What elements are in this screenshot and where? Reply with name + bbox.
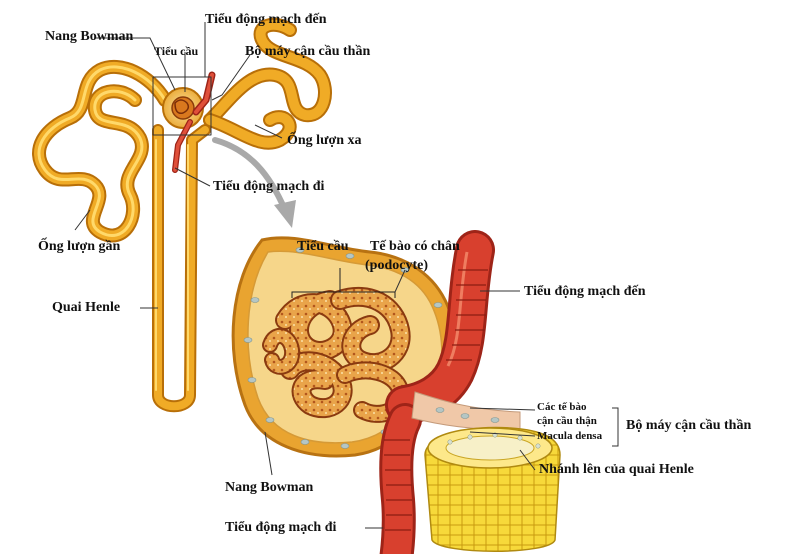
label-nhanh-len-quai-henle: Nhánh lên của quai Henle [539, 462, 694, 477]
label-tieu-cau-detail: Tiểu cầu [297, 239, 349, 254]
label-tieu-dong-mach-den-detail: Tiểu động mạch đến [524, 284, 646, 299]
label-tieu-dong-mach-di-top: Tiểu động mạch đi [213, 179, 325, 194]
label-quai-henle: Quai Henle [52, 300, 121, 315]
label-can-cau-than: cận cầu thận [537, 415, 597, 427]
label-cac-te-bao: Các tế bào [537, 401, 587, 413]
juxtaglomerular-cells [411, 391, 521, 431]
zoom-arrow [212, 137, 296, 228]
label-tieu-cau-top: Tiểu cầu [154, 44, 199, 58]
zoom-box [152, 76, 212, 136]
label-nang-bowman-detail: Nang Bowman [225, 480, 314, 495]
label-bo-may-can-cau-than-top: Bộ máy cận cầu thần [245, 44, 371, 59]
label-tieu-dong-mach-di-detail: Tiểu động mạch đi [225, 520, 337, 535]
nephron-overview [32, 17, 332, 413]
label-podocyte: (podocyte) [365, 258, 428, 273]
label-tieu-dong-mach-den-top: Tiểu động mạch đến [205, 12, 327, 27]
label-ong-luon-xa: Ống lượn xa [287, 133, 362, 148]
label-ong-luon-gan: Ống lượn gần [38, 239, 121, 254]
label-te-bao-co-chan: Tế bào có chân [370, 239, 460, 254]
label-macula-densa: Macula densa [537, 430, 603, 442]
glomerulus-detail [231, 230, 561, 554]
label-bo-may-can-cau-than-detail: Bộ máy cận cầu thần [626, 418, 752, 433]
tieu-cau-bracket [291, 291, 396, 298]
leader-lines [74, 22, 619, 529]
capillary-tuft [262, 286, 411, 423]
label-nang-bowman-top: Nang Bowman [45, 29, 134, 44]
